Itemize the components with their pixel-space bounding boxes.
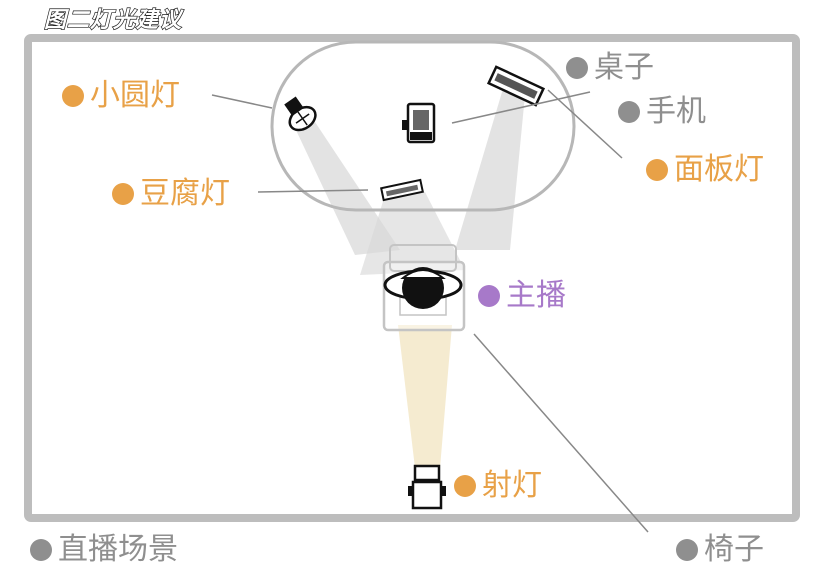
label-spotlight: 射灯 — [454, 468, 542, 504]
gray-dot-icon — [566, 57, 588, 79]
gray-dot-icon — [676, 539, 698, 561]
leader-chair — [473, 333, 649, 533]
room-outline — [24, 34, 800, 522]
diagram-title: 图二灯光建议 — [43, 7, 183, 33]
spotlight-beam — [398, 325, 452, 468]
label-text: 射灯 — [482, 468, 542, 503]
tofu-light-icon — [380, 178, 424, 202]
label-host: 主播 — [478, 278, 566, 314]
label-scene: 直播场景 — [30, 532, 178, 568]
gray-dot-icon — [618, 101, 640, 123]
label-text: 手机 — [646, 94, 706, 129]
left-beam — [295, 122, 400, 255]
host-hair — [400, 269, 446, 279]
label-text: 桌子 — [594, 50, 654, 85]
right-beam — [455, 82, 525, 250]
small-round-light-icon — [284, 96, 317, 132]
gray-dot-icon — [30, 539, 52, 561]
phone-icon — [402, 102, 436, 144]
label-chair: 椅子 — [676, 532, 764, 568]
label-phone: 手机 — [618, 94, 706, 130]
orange-dot-icon — [62, 85, 84, 107]
table-outline — [270, 40, 576, 212]
orange-dot-icon — [646, 159, 668, 181]
leader-phone — [451, 91, 591, 124]
label-text: 主播 — [506, 278, 566, 313]
label-small-round-light: 小圆灯 — [62, 78, 180, 114]
leader-small-round-light — [211, 94, 273, 109]
orange-dot-icon — [112, 183, 134, 205]
label-panel-light: 面板灯 — [646, 152, 764, 188]
label-text: 小圆灯 — [90, 78, 180, 113]
leader-panel-light — [547, 89, 623, 159]
label-text: 直播场景 — [58, 532, 178, 567]
label-table: 桌子 — [566, 50, 654, 86]
spotlight-icon — [408, 464, 446, 510]
orange-dot-icon — [454, 475, 476, 497]
label-text: 椅子 — [704, 532, 764, 567]
label-text: 面板灯 — [674, 152, 764, 187]
center-beam — [360, 192, 465, 275]
label-tofu-light: 豆腐灯 — [112, 176, 230, 212]
panel-light-icon — [486, 65, 546, 107]
label-text: 豆腐灯 — [140, 176, 230, 211]
purple-dot-icon — [478, 285, 500, 307]
leader-tofu-light — [257, 189, 369, 193]
